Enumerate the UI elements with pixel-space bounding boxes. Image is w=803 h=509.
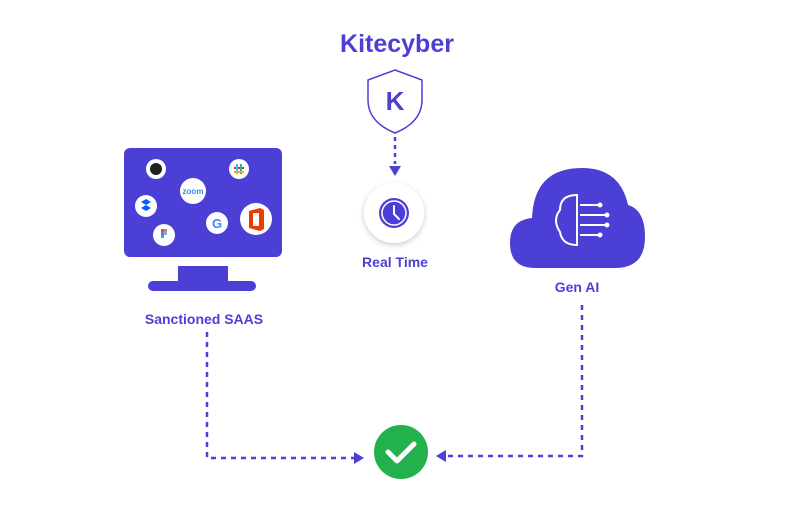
svg-text:K: K (386, 86, 405, 116)
zoom-icon: zoom (180, 178, 206, 204)
monitor-icon: zoom G (124, 148, 282, 291)
google-icon: G (206, 212, 228, 234)
figma-icon (153, 224, 175, 246)
slack-icon (229, 159, 249, 179)
arrow-saas-to-check (205, 332, 364, 464)
brand-title: Kitecyber (340, 30, 454, 58)
svg-text:G: G (212, 216, 222, 231)
arrow-genai-to-check (436, 305, 584, 462)
office-icon (240, 203, 272, 235)
github-icon (146, 159, 166, 179)
genai-label: Gen AI (554, 279, 600, 295)
kitecyber-shield-icon: K (367, 69, 423, 134)
saas-label: Sanctioned SAAS (144, 311, 264, 327)
svg-text:zoom: zoom (183, 187, 204, 196)
gen-ai-cloud-icon (510, 168, 645, 268)
realtime-label: Real Time (362, 254, 428, 270)
approved-check-icon (374, 425, 428, 479)
clock-icon (364, 183, 424, 243)
arrow-shield-to-realtime (389, 137, 401, 176)
dropbox-icon (135, 195, 157, 217)
